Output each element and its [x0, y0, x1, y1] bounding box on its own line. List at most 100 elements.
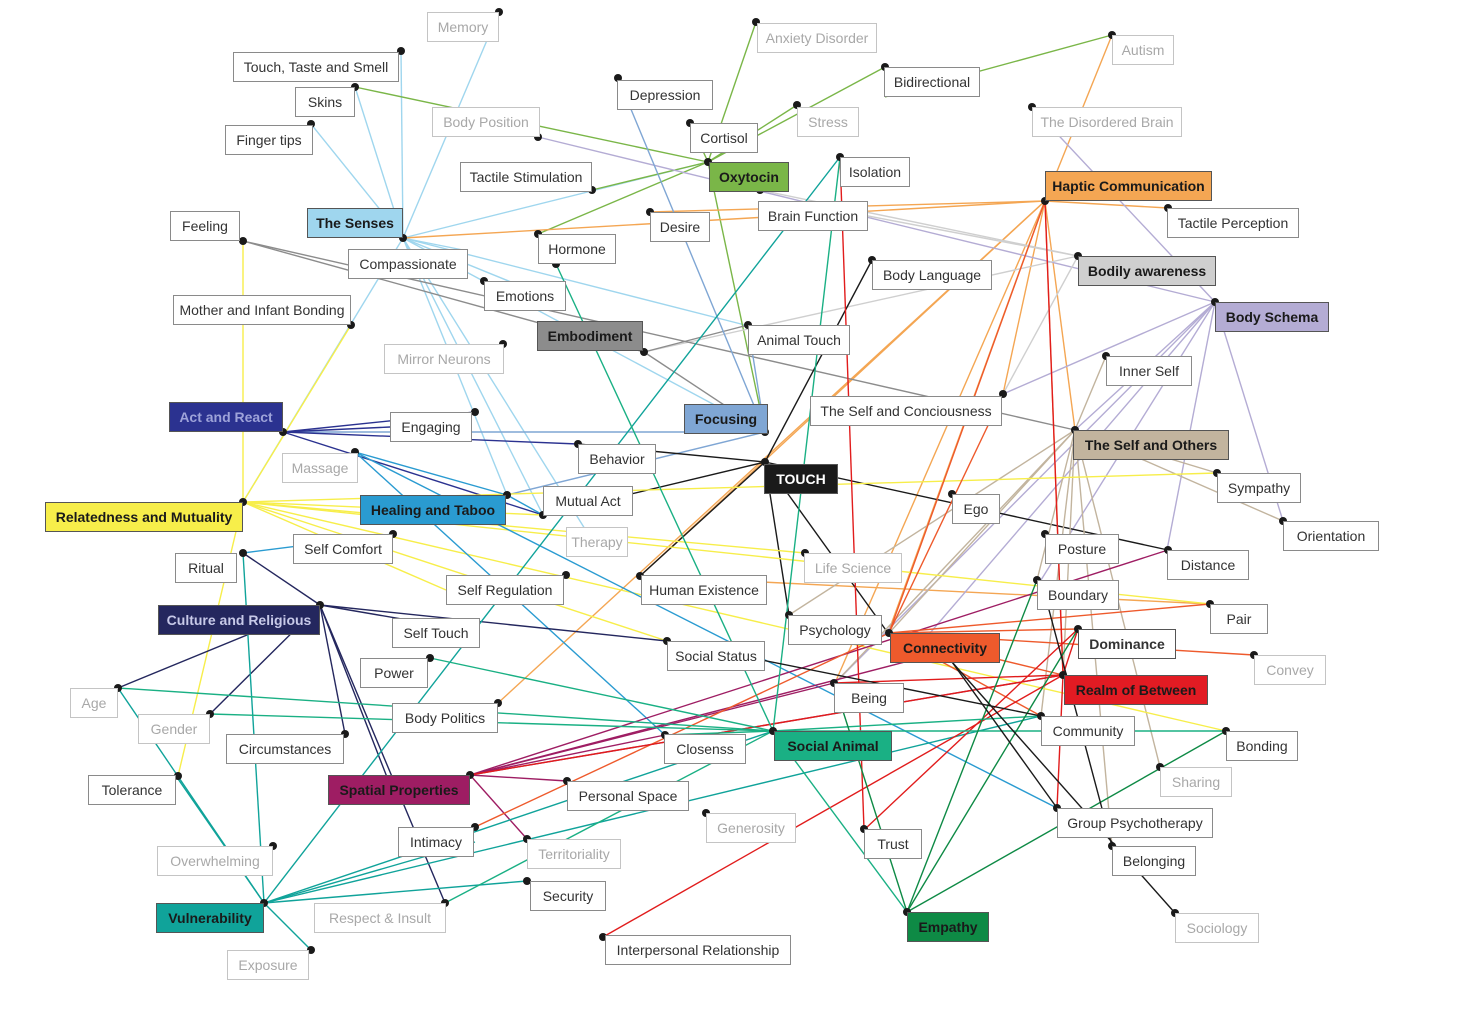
node-territoriality[interactable]: Territoriality: [527, 839, 621, 869]
node-respect-insult[interactable]: Respect & Insult: [314, 903, 446, 933]
node-behavior[interactable]: Behavior: [578, 444, 656, 474]
node-tactile-perception[interactable]: Tactile Perception: [1167, 208, 1299, 238]
node-tolerance[interactable]: Tolerance: [88, 775, 176, 805]
node-sharing[interactable]: Sharing: [1160, 767, 1232, 797]
node-bonding[interactable]: Bonding: [1226, 731, 1298, 761]
node-orientation[interactable]: Orientation: [1283, 521, 1379, 551]
node-generosity[interactable]: Generosity: [706, 813, 796, 843]
node-mother-infant[interactable]: Mother and Infant Bonding: [173, 295, 351, 325]
node-healing-taboo[interactable]: Healing and Taboo: [360, 495, 506, 525]
node-brain-function[interactable]: Brain Function: [758, 201, 868, 231]
connection-line: [617, 77, 766, 433]
node-life-science[interactable]: Life Science: [804, 553, 902, 583]
node-ego[interactable]: Ego: [952, 494, 1000, 524]
node-inner-self[interactable]: Inner Self: [1106, 356, 1192, 386]
node-posture[interactable]: Posture: [1045, 534, 1119, 564]
node-exposure[interactable]: Exposure: [227, 950, 309, 980]
node-power[interactable]: Power: [360, 658, 428, 688]
node-engaging[interactable]: Engaging: [390, 412, 472, 442]
node-finger-tips[interactable]: Finger tips: [225, 125, 313, 155]
node-personal-space[interactable]: Personal Space: [567, 781, 689, 811]
connection-line: [242, 501, 806, 554]
node-self-touch[interactable]: Self Touch: [392, 618, 480, 648]
node-closenss[interactable]: Closenss: [664, 734, 746, 764]
node-emotions[interactable]: Emotions: [484, 281, 566, 311]
node-touch-taste-smell[interactable]: Touch, Taste and Smell: [233, 52, 399, 82]
node-haptic-communication[interactable]: Haptic Communication: [1045, 171, 1212, 201]
node-intimacy[interactable]: Intimacy: [398, 827, 474, 857]
node-memory[interactable]: Memory: [427, 12, 499, 42]
node-depression[interactable]: Depression: [617, 80, 713, 110]
node-body-schema[interactable]: Body Schema: [1215, 302, 1329, 332]
node-being[interactable]: Being: [834, 683, 904, 713]
node-distance[interactable]: Distance: [1167, 550, 1249, 580]
node-spatial-properties[interactable]: Spatial Properties: [328, 775, 470, 805]
node-convey[interactable]: Convey: [1254, 655, 1326, 685]
node-act-and-react[interactable]: Act and React: [169, 402, 283, 432]
node-social-animal[interactable]: Social Animal: [774, 731, 892, 761]
node-therapy[interactable]: Therapy: [566, 527, 628, 557]
node-tactile-stimulation[interactable]: Tactile Stimulation: [460, 162, 592, 192]
node-bodily-awareness[interactable]: Bodily awareness: [1078, 256, 1216, 286]
node-circumstances[interactable]: Circumstances: [226, 734, 344, 764]
node-isolation[interactable]: Isolation: [840, 157, 910, 187]
node-interpersonal[interactable]: Interpersonal Relationship: [605, 935, 791, 965]
node-overwhelming[interactable]: Overwhelming: [157, 846, 273, 876]
node-vulnerability[interactable]: Vulnerability: [156, 903, 264, 933]
connection-dot: [999, 390, 1007, 398]
node-body-politics[interactable]: Body Politics: [392, 703, 498, 733]
node-stress[interactable]: Stress: [797, 107, 859, 137]
node-ritual[interactable]: Ritual: [175, 553, 237, 583]
node-community[interactable]: Community: [1041, 716, 1135, 746]
node-group-psychotherapy[interactable]: Group Psychotherapy: [1057, 808, 1213, 838]
node-bidirectional[interactable]: Bidirectional: [884, 67, 980, 97]
node-belonging[interactable]: Belonging: [1112, 846, 1196, 876]
node-animal-touch[interactable]: Animal Touch: [748, 325, 850, 355]
node-social-status[interactable]: Social Status: [667, 641, 765, 671]
connection-dot: [552, 260, 560, 268]
node-skins[interactable]: Skins: [295, 87, 355, 117]
node-embodiment[interactable]: Embodiment: [537, 321, 643, 351]
node-anxiety-disorder[interactable]: Anxiety Disorder: [757, 23, 877, 53]
connection-line: [888, 603, 1211, 634]
node-touch[interactable]: TOUCH: [764, 464, 838, 494]
node-boundary[interactable]: Boundary: [1037, 580, 1119, 610]
node-mutual-act[interactable]: Mutual Act: [543, 486, 633, 516]
node-hormone[interactable]: Hormone: [538, 234, 616, 264]
node-relatedness[interactable]: Relatedness and Mutuality: [45, 502, 243, 532]
connection-line: [906, 628, 1079, 913]
node-connectivity[interactable]: Connectivity: [890, 633, 1000, 663]
node-body-position[interactable]: Body Position: [432, 107, 540, 137]
node-mirror-neurons[interactable]: Mirror Neurons: [384, 344, 504, 374]
node-trust[interactable]: Trust: [864, 829, 922, 859]
connection-line: [1166, 301, 1216, 551]
node-culture-religious[interactable]: Culture and Religious: [158, 605, 320, 635]
node-dominance[interactable]: Dominance: [1078, 629, 1176, 659]
node-self-comfort[interactable]: Self Comfort: [293, 534, 393, 564]
node-psychology[interactable]: Psychology: [788, 615, 882, 645]
node-self-regulation[interactable]: Self Regulation: [446, 575, 564, 605]
node-realm-between[interactable]: Realm of Between: [1064, 675, 1208, 705]
node-disordered-brain[interactable]: The Disordered Brain: [1032, 107, 1182, 137]
node-self-conciousness[interactable]: The Self and Conciousness: [810, 396, 1002, 426]
node-age[interactable]: Age: [70, 688, 118, 718]
node-sociology[interactable]: Sociology: [1175, 913, 1259, 943]
node-feeling[interactable]: Feeling: [170, 211, 240, 241]
node-the-senses[interactable]: The Senses: [307, 208, 403, 238]
node-self-and-others[interactable]: The Self and Others: [1073, 430, 1229, 460]
node-pair[interactable]: Pair: [1210, 604, 1268, 634]
node-massage[interactable]: Massage: [282, 453, 358, 483]
node-body-language[interactable]: Body Language: [872, 260, 992, 290]
node-oxytocin[interactable]: Oxytocin: [709, 162, 789, 192]
node-empathy[interactable]: Empathy: [907, 912, 989, 942]
node-desire[interactable]: Desire: [650, 212, 710, 242]
node-compassionate[interactable]: Compassionate: [348, 249, 468, 279]
node-cortisol[interactable]: Cortisol: [690, 123, 758, 153]
node-sympathy[interactable]: Sympathy: [1217, 473, 1301, 503]
node-human-existence[interactable]: Human Existence: [641, 575, 767, 605]
node-autism[interactable]: Autism: [1112, 35, 1174, 65]
node-gender[interactable]: Gender: [138, 714, 210, 744]
node-focusing[interactable]: Focusing: [684, 404, 768, 434]
node-security[interactable]: Security: [530, 881, 606, 911]
